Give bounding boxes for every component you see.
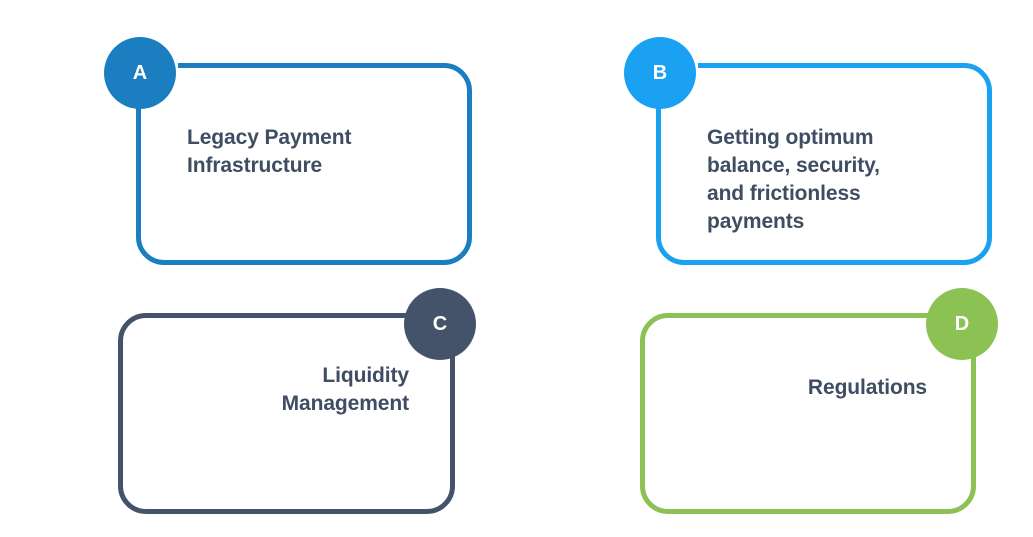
badge-letter-d: D [954, 313, 970, 335]
badge-letter-c: C [432, 313, 448, 335]
card-label-d: Regulations [807, 376, 927, 399]
card-label-b: Getting optimum balance, security, and f… [707, 126, 880, 233]
card-label-c: Liquidity Management [281, 364, 409, 415]
badge-a[interactable]: A [104, 37, 176, 109]
card-label-a: Legacy Payment Infrastructure [187, 126, 352, 177]
badge-letter-b: B [652, 62, 668, 84]
badge-d[interactable]: D [926, 288, 998, 360]
badge-b[interactable]: B [624, 37, 696, 109]
card-d[interactable] [640, 313, 976, 514]
badge-letter-a: A [132, 62, 148, 84]
badge-c[interactable]: C [404, 288, 476, 360]
